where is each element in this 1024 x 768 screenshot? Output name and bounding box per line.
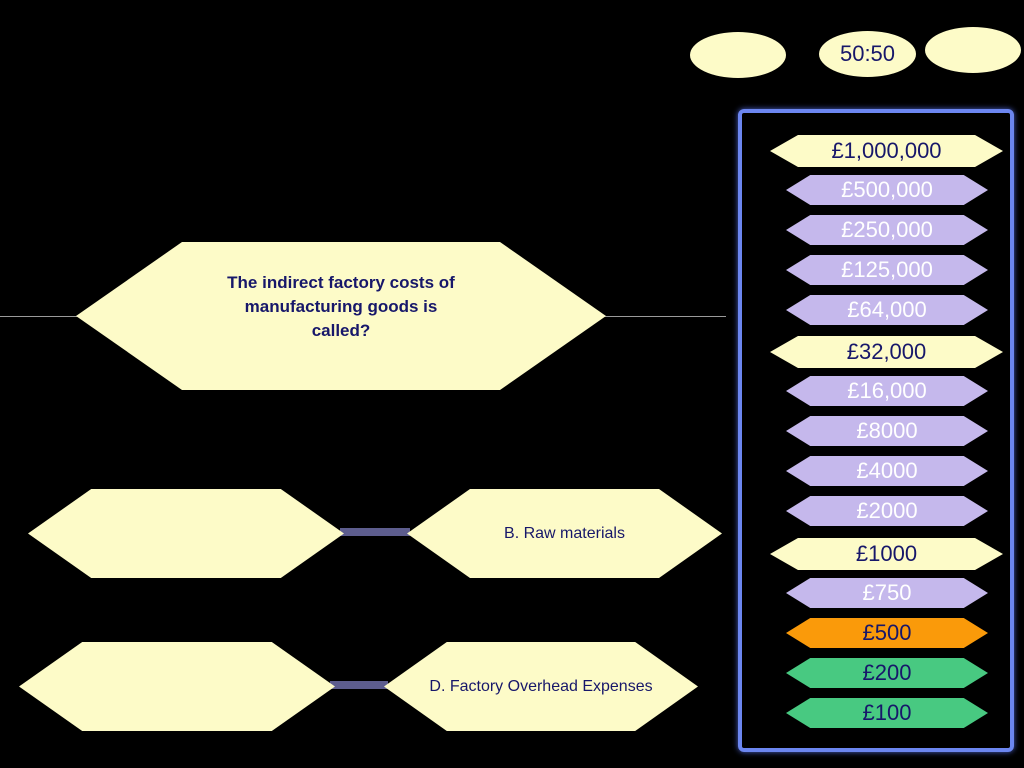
ladder-rung-label: £100 [862, 700, 912, 725]
ladder-rung-label: £4000 [856, 458, 918, 483]
ladder-rung-label: £125,000 [841, 257, 933, 282]
answer-d-button[interactable]: D. Factory Overhead Expenses [384, 642, 698, 731]
ladder-rung: £200 [786, 658, 988, 688]
ladder-rung: £8000 [786, 416, 988, 446]
ladder-rung: £125,000 [786, 255, 988, 285]
ladder-rung-shape [786, 376, 988, 406]
ladder-rung-shape [786, 255, 988, 285]
answer-connector-top [340, 528, 410, 536]
ladder-rung-label: £750 [862, 580, 912, 605]
fifty-fifty-label: 50:50 [839, 41, 896, 66]
ladder-rung-label: £500 [862, 620, 912, 645]
ladder-rung: £16,000 [786, 376, 988, 406]
ladder-rung-label: £32,000 [846, 339, 927, 364]
question-wire-left [0, 316, 80, 317]
ladder-rung: £64,000 [786, 295, 988, 325]
ladder-rung-shape [770, 538, 1003, 570]
ladder-rung-shape [786, 456, 988, 486]
answer-connector-bottom [330, 681, 388, 689]
question-text: The indirect factory costs of manufactur… [227, 273, 455, 340]
ladder-rung-label: £64,000 [847, 297, 927, 322]
ladder-rung-shape [786, 175, 988, 205]
ladder-rung-shape [770, 135, 1003, 167]
answer-c-button[interactable] [19, 642, 335, 731]
ladder-rung-shape [786, 698, 988, 728]
ladder-rung-label: £2000 [856, 498, 918, 523]
question-wire-right [602, 316, 726, 317]
ladder-rung-label: £250,000 [841, 217, 933, 242]
ladder-rung: £500,000 [786, 175, 988, 205]
answer-b-button[interactable]: B. Raw materials [407, 489, 722, 578]
answer-a-button[interactable] [28, 489, 344, 578]
ladder-rung-label: £1,000,000 [831, 138, 942, 163]
ladder-rung: £1,000,000 [770, 135, 1003, 167]
ladder-rung-shape [786, 658, 988, 688]
fifty-fifty-lifeline[interactable]: 50:50 [819, 31, 916, 77]
question-box: The indirect factory costs of manufactur… [76, 242, 606, 390]
ladder-rung: £4000 [786, 456, 988, 486]
ladder-rung-shape [786, 496, 988, 526]
money-ladder [738, 109, 1014, 752]
phone-friend-lifeline[interactable] [925, 27, 1021, 73]
ladder-rung-shape [786, 416, 988, 446]
ask-audience-lifeline[interactable] [690, 32, 786, 78]
ladder-rung-label: £500,000 [841, 177, 933, 202]
ladder-rung-label: £16,000 [847, 378, 927, 403]
answer-b-label: B. Raw materials [504, 524, 625, 542]
ladder-rung: £32,000 [770, 336, 1003, 368]
ladder-rung-label: £1000 [855, 541, 918, 566]
ladder-rung-shape [786, 295, 988, 325]
ladder-rung: £100 [786, 698, 988, 728]
ladder-rung: £1000 [770, 538, 1003, 570]
ladder-rung-shape [786, 215, 988, 245]
ladder-rung-label: £200 [862, 660, 912, 685]
ladder-rung-label: £8000 [856, 418, 918, 443]
ladder-rung: £2000 [786, 496, 988, 526]
ladder-rung-shape [770, 336, 1003, 368]
answer-d-label: D. Factory Overhead Expenses [429, 677, 653, 695]
ladder-rung-shape [786, 618, 988, 648]
ladder-rung: £250,000 [786, 215, 988, 245]
ladder-rung: £750 [786, 578, 988, 608]
ladder-rung: £500 [786, 618, 988, 648]
ladder-rung-shape [786, 578, 988, 608]
